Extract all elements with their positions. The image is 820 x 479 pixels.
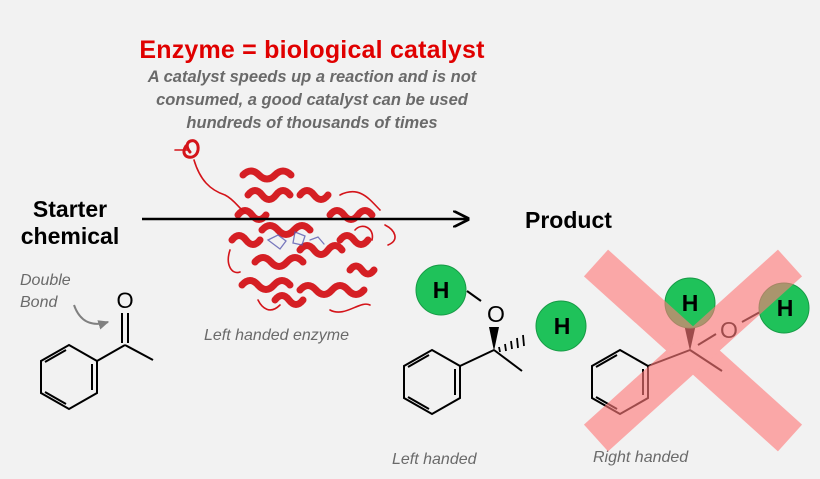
starter-line: chemical [20, 223, 120, 249]
double-bond-line: Bond [20, 294, 58, 311]
right-handed-label: Right handed [593, 449, 689, 466]
double-bond-line: Double [20, 272, 71, 289]
carbonyl-oxygen: O [116, 288, 133, 313]
enzyme-protein-icon [174, 139, 396, 313]
subtitle-line: consumed, a good catalyst can be used [156, 91, 468, 109]
hydrogen-label: H [777, 295, 794, 321]
starter-line: Starter [32, 196, 108, 222]
subtitle-line: A catalyst speeds up a reaction and is n… [147, 68, 477, 86]
cross-out-icon [583, 249, 803, 452]
starter-chemical-heading: Starter chemical [8, 196, 132, 250]
acetophenone-structure [40, 313, 154, 411]
left-handed-product: O H H [403, 264, 587, 416]
subtitle-line: hundreds of thousands of times [186, 114, 438, 132]
hydrogen-atom [535, 300, 587, 352]
diagram-title: Enzyme = biological catalyst [139, 36, 485, 64]
left-handed-label: Left handed [392, 451, 477, 468]
hydroxyl-oxygen: O [487, 301, 505, 327]
hydrogen-label: H [682, 290, 699, 316]
hydrogen-atom [415, 264, 467, 316]
enzyme-label: Left handed enzyme [204, 327, 349, 344]
double-bond-pointer [73, 304, 110, 330]
hydrogen-label: H [554, 313, 571, 339]
product-heading: Product [525, 207, 612, 233]
hydrogen-label: H [433, 277, 450, 303]
double-bond-label: Double Bond [20, 270, 71, 314]
diagram-subtitle: A catalyst speeds up a reaction and is n… [130, 66, 494, 135]
